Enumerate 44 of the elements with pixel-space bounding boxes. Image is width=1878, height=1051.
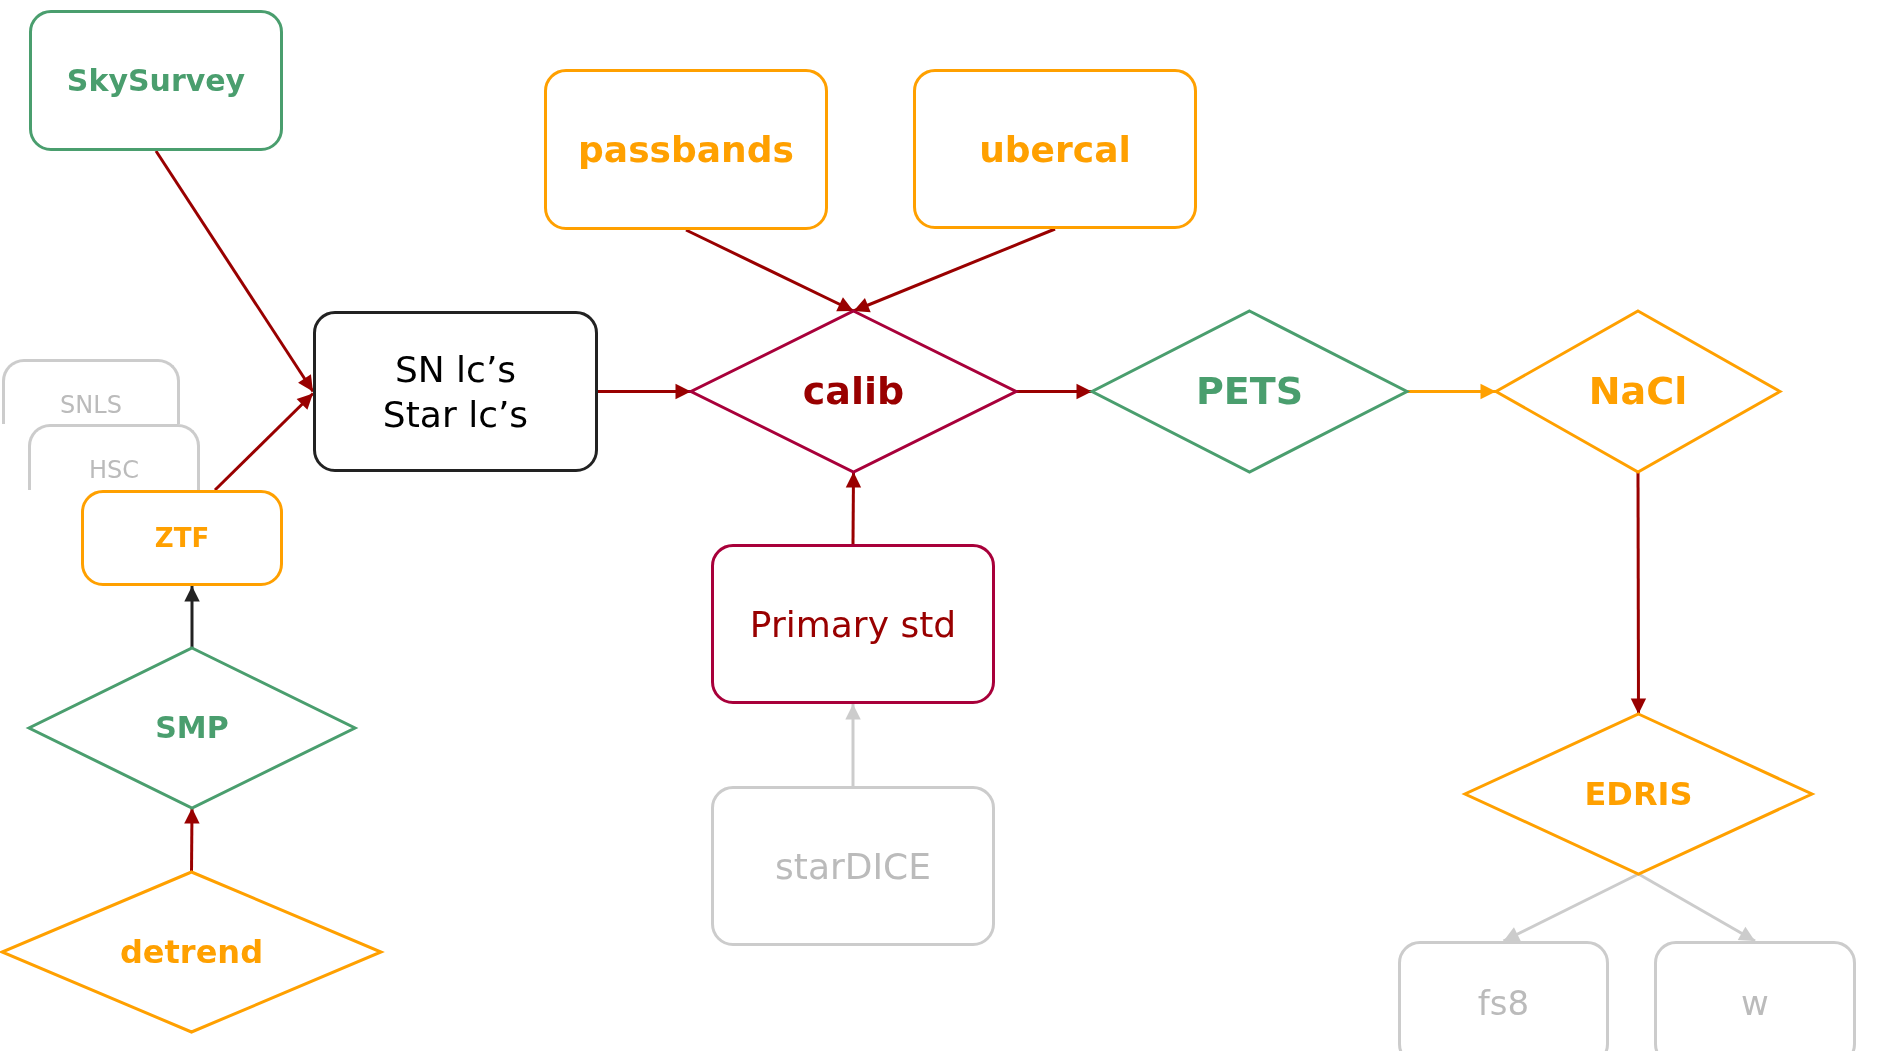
process-box xyxy=(28,424,200,490)
node-label: HSC xyxy=(88,455,139,485)
process-box xyxy=(29,10,283,151)
decision-diamond xyxy=(1496,311,1780,472)
node-label: SNLS xyxy=(60,390,122,420)
arrow xyxy=(845,704,861,786)
arrow xyxy=(184,586,200,648)
arrow xyxy=(1407,383,1496,400)
process-box xyxy=(81,490,283,586)
node-label: calib xyxy=(802,367,905,415)
arrow xyxy=(184,808,200,872)
process-box xyxy=(1654,941,1856,1051)
arrow xyxy=(1016,383,1092,400)
node-label: fs8 xyxy=(1477,982,1530,1025)
arrow xyxy=(213,392,315,492)
arrow xyxy=(154,150,315,393)
process-box xyxy=(313,311,598,472)
arrow xyxy=(598,383,691,400)
node-label: NaCl xyxy=(1588,367,1688,415)
node-label: SN lc’s Star lc’s xyxy=(381,347,530,437)
arrow xyxy=(1630,472,1647,714)
process-box xyxy=(2,359,180,424)
process-box xyxy=(711,544,995,704)
decision-diamond xyxy=(691,311,1016,472)
node-label: SkySurvey xyxy=(66,61,246,100)
node-label: passbands xyxy=(578,128,794,172)
node-label: Primary std xyxy=(749,602,957,647)
node-label: ZTF xyxy=(154,521,210,555)
process-box xyxy=(913,69,1197,229)
arrow xyxy=(845,472,862,544)
process-box xyxy=(711,786,995,946)
node-label: PETS xyxy=(1195,367,1304,415)
node-label: ubercal xyxy=(979,127,1131,172)
process-box xyxy=(544,69,828,230)
arrow xyxy=(1502,872,1640,943)
node-label: w xyxy=(1741,982,1769,1025)
process-box xyxy=(1398,941,1609,1051)
arrow xyxy=(852,227,1056,313)
arrow xyxy=(685,228,855,313)
node-label: EDRIS xyxy=(1584,774,1693,814)
node-label: detrend xyxy=(119,932,264,972)
node-label: SMP xyxy=(155,709,229,747)
node-label: starDICE xyxy=(775,844,931,889)
arrow xyxy=(1637,872,1756,943)
